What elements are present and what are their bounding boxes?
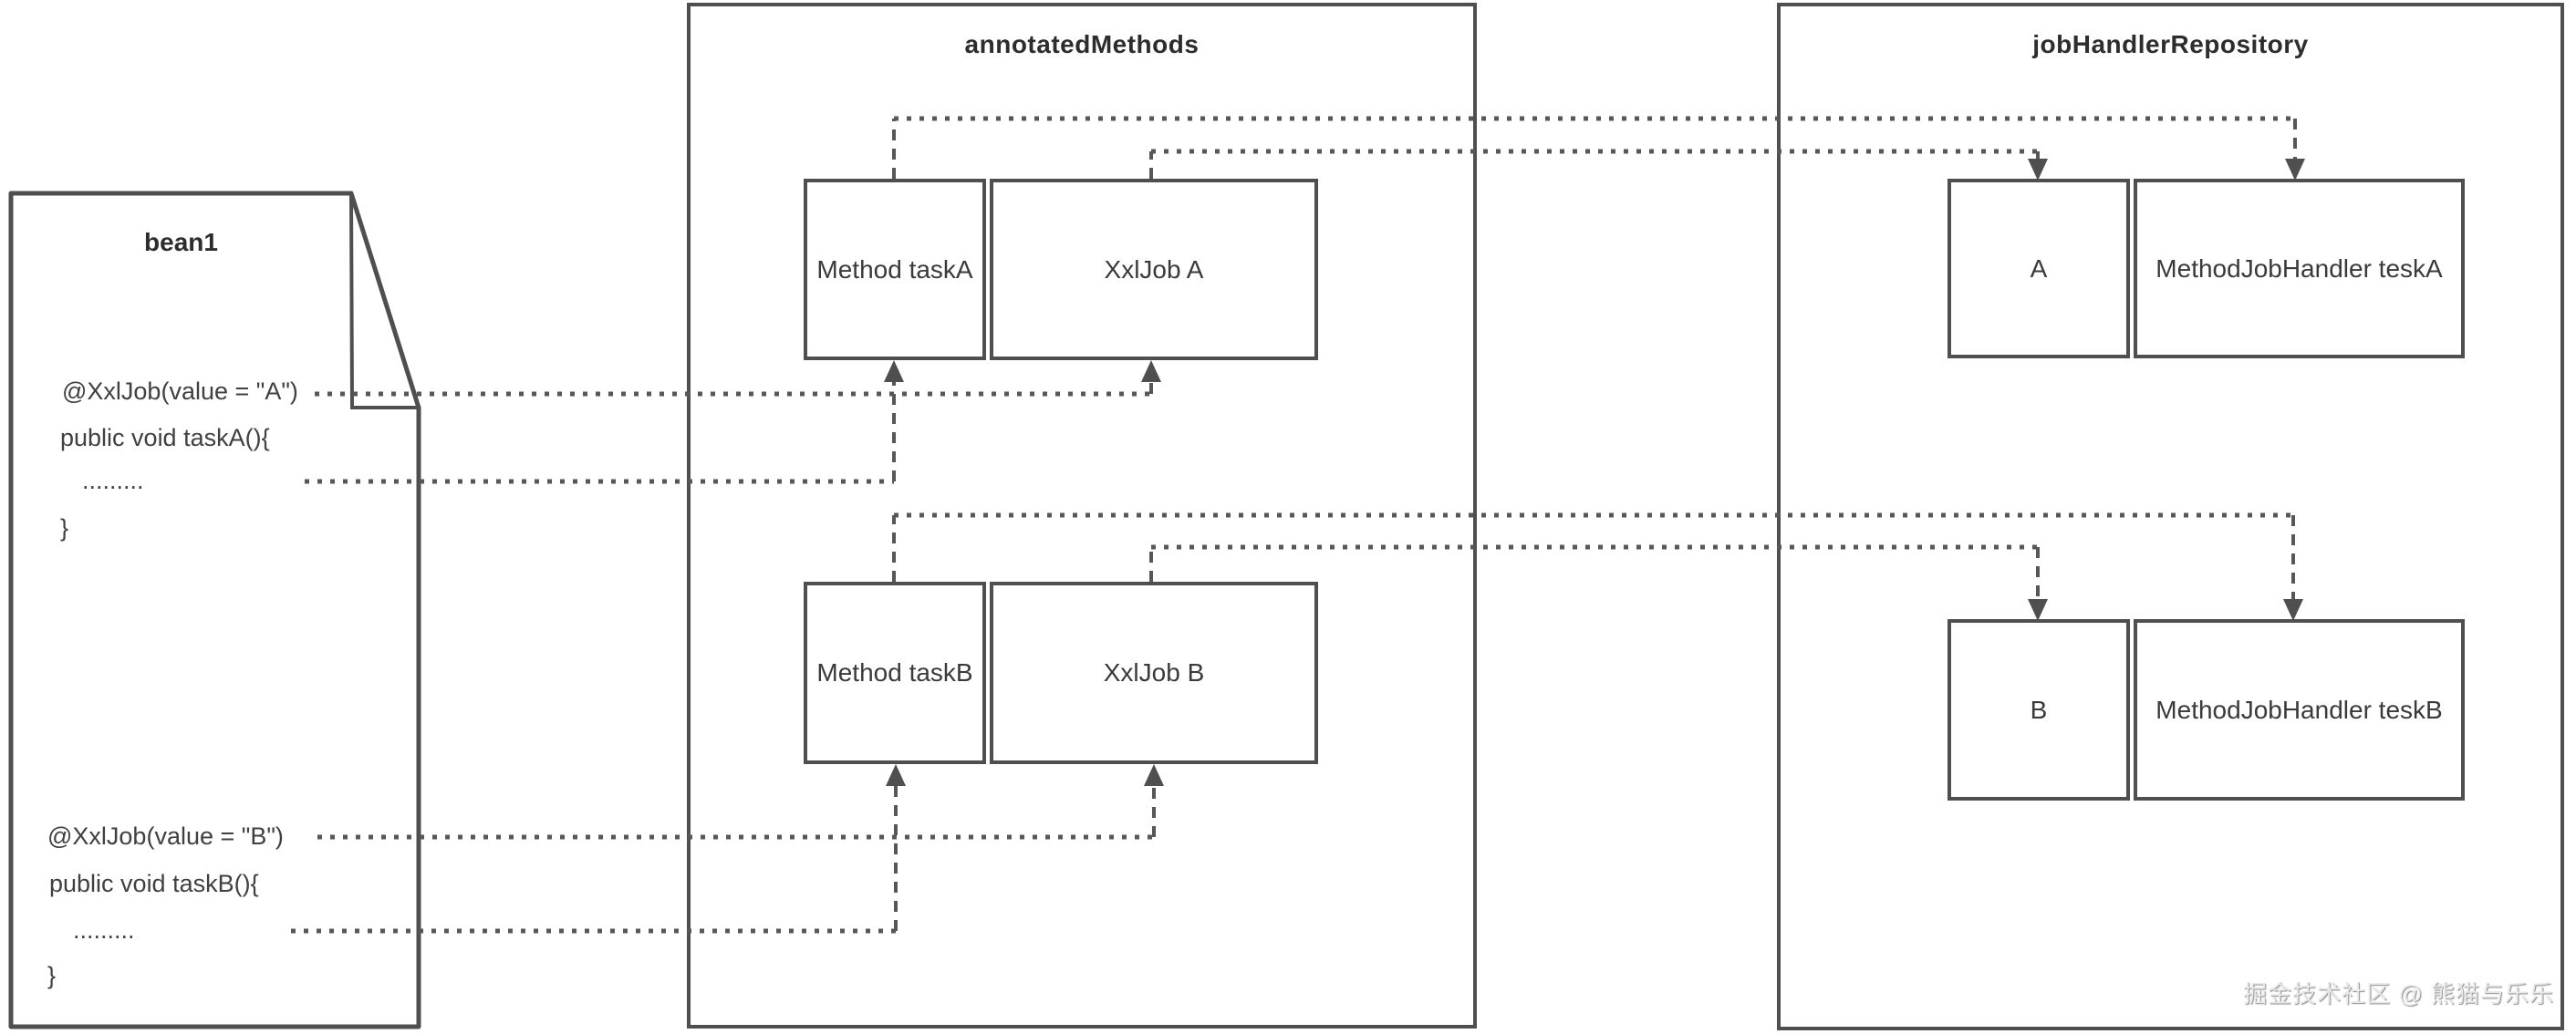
annotated-methods-title: annotatedMethods	[964, 30, 1200, 58]
job-handler-repository-title: jobHandlerRepository	[2032, 30, 2309, 58]
folded-corner-icon	[349, 192, 419, 409]
cell-handler-a: MethodJobHandler teskA	[2134, 179, 2465, 358]
cell-key-b: B	[1948, 619, 2130, 801]
cell-xxljob-a-label: XxlJob A	[1104, 254, 1204, 284]
annotated-methods-container: annotatedMethods	[687, 3, 1477, 1029]
cell-method-taskb: Method taskB	[804, 582, 986, 764]
job-handler-repository-container: jobHandlerRepository	[1777, 3, 2564, 1030]
cell-method-taska-label: Method taskA	[816, 254, 973, 284]
cell-handler-b: MethodJobHandler teskB	[2134, 619, 2465, 801]
code-body-b: .........	[73, 916, 135, 944]
cell-xxljob-b: XxlJob B	[990, 582, 1318, 764]
cell-method-taskb-label: Method taskB	[816, 658, 973, 687]
code-annotation-a: @XxlJob(value = "A")	[62, 377, 298, 405]
code-signature-a: public void taskA(){	[60, 424, 270, 451]
bean1-document-shape	[8, 191, 421, 1029]
cell-handler-b-label: MethodJobHandler teskB	[2155, 695, 2443, 724]
cell-key-a: A	[1948, 179, 2130, 358]
code-annotation-b: @XxlJob(value = "B")	[47, 822, 284, 850]
bean1-title: bean1	[144, 228, 218, 256]
cell-key-a-label: A	[2030, 253, 2048, 283]
code-close-b: }	[47, 962, 57, 989]
code-body-a: .........	[82, 467, 144, 494]
cell-method-taska: Method taskA	[804, 179, 986, 360]
cell-xxljob-b-label: XxlJob B	[1103, 658, 1205, 687]
cell-handler-a-label: MethodJobHandler teskA	[2155, 253, 2443, 283]
cell-key-b-label: B	[2030, 695, 2048, 724]
code-close-a: }	[60, 514, 69, 542]
watermark: 掘金技术社区 @ 熊猫与乐乐	[2243, 980, 2554, 1008]
document-outline	[8, 191, 421, 1029]
code-signature-b: public void taskB(){	[49, 870, 259, 897]
cell-xxljob-a: XxlJob A	[990, 179, 1318, 360]
